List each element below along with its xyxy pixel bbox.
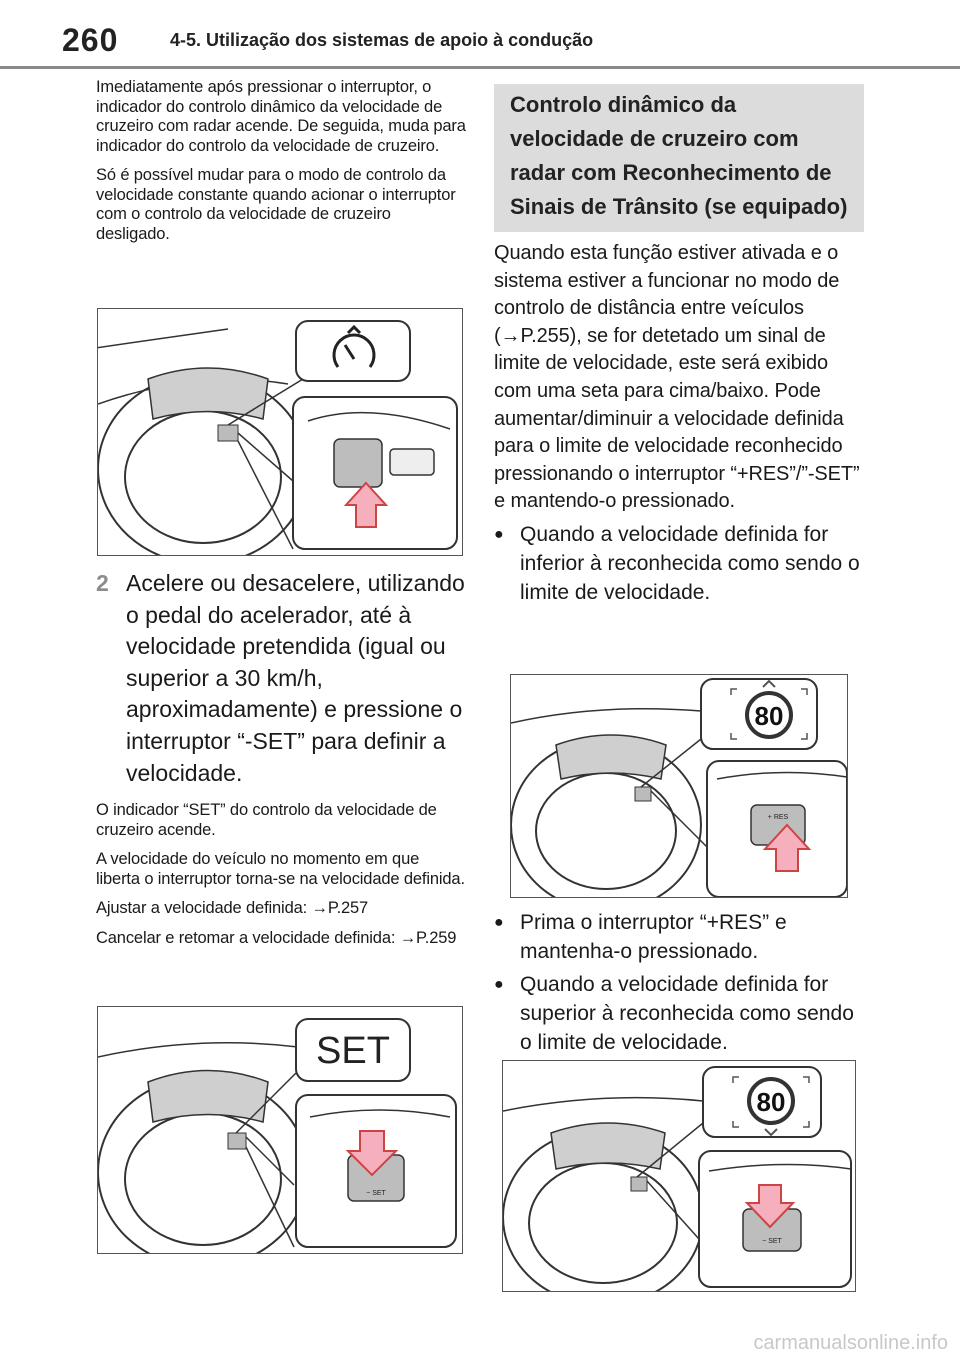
- bullet-text: Quando a velocidade definida for superio…: [520, 973, 854, 1054]
- paragraph-release-speed: A velocidade do veículo no momento em qu…: [96, 850, 465, 888]
- figure-cruise-switch: [97, 308, 463, 556]
- speed-limit-value: 80: [755, 701, 784, 731]
- step-2: 2 Acelere ou desacelere, utilizando o pe…: [96, 568, 466, 789]
- feature-title-box: Controlo dinâmico da velocidade de cruze…: [494, 84, 864, 232]
- paragraph-feature-intro: Quando esta função estiver ativada e o s…: [494, 242, 860, 513]
- arrow-up-icon: [762, 679, 776, 688]
- left-column-top: Imediatamente após pressionar o interrup…: [96, 78, 466, 254]
- right-column: Controlo dinâmico da velocidade de cruze…: [494, 84, 864, 611]
- steering-wheel-illustration: SET − SET: [98, 1018, 457, 1253]
- speedometer-icon: [332, 324, 376, 368]
- set-switch-label: − SET: [366, 1190, 386, 1197]
- bullet-lower-speed: ● Quando a velocidade definida for infer…: [494, 520, 864, 607]
- paragraph-set-indicator: O indicador “SET” do controlo da velocid…: [96, 801, 437, 839]
- bullet-press-res: ● Prima o interruptor “+RES” e mantenha-…: [494, 908, 864, 966]
- bullet-text: Prima o interruptor “+RES” e mantenha-o …: [520, 911, 787, 963]
- feature-title: Controlo dinâmico da velocidade de cruze…: [510, 92, 848, 219]
- reference-cancel-resume: Cancelar e retomar a velocidade definida…: [96, 928, 457, 947]
- bullet-icon: ●: [494, 914, 504, 931]
- set-indicator-callout: [295, 1018, 411, 1082]
- cruise-control-switch: [333, 438, 383, 488]
- bullet-text: Quando a velocidade definida for inferio…: [520, 522, 860, 604]
- steering-wheel-illustration: 80 − SET: [503, 1066, 852, 1291]
- press-arrow-up-icon: [343, 481, 389, 528]
- reference-adjust-speed: Ajustar a velocidade definida: →P.257: [96, 899, 369, 918]
- left-column-middle: 2 Acelere ou desacelere, utilizando o pe…: [96, 562, 466, 958]
- bullet-icon: ●: [494, 976, 504, 993]
- page-number: 260: [62, 22, 119, 58]
- bullet-higher-speed: ● Quando a velocidade definida for super…: [494, 970, 864, 1057]
- figure-speed-limit-up: 80 + RES: [510, 674, 848, 898]
- paragraph-constant-speed: Só é possível mudar para o modo de contr…: [96, 166, 456, 243]
- page-header: 260 4-5. Utilização dos sistemas de apoi…: [0, 0, 960, 70]
- press-arrow-up-icon: [762, 823, 812, 872]
- header-divider: [0, 66, 960, 69]
- figure-set-switch: SET − SET: [97, 1006, 463, 1254]
- indicator-callout: [295, 320, 411, 382]
- set-switch-label: − SET: [762, 1238, 782, 1245]
- speed-limit-sign-icon: 80: [745, 691, 793, 739]
- steering-wheel-illustration: [98, 320, 458, 555]
- press-arrow-down-icon: [345, 1130, 399, 1177]
- press-arrow-down-icon: [744, 1184, 796, 1229]
- bullet-icon: ●: [494, 525, 504, 543]
- set-indicator-label: SET: [316, 1030, 390, 1072]
- right-column-lower: ● Prima o interruptor “+RES” e mantenha-…: [494, 904, 864, 1061]
- speed-limit-value: 80: [757, 1087, 786, 1117]
- site-watermark: carmanualsonline.info: [753, 1332, 948, 1354]
- steering-wheel-illustration: 80 + RES: [511, 678, 847, 897]
- step-text: Acelere ou desacelere, utilizando o peda…: [126, 570, 465, 786]
- figure-speed-limit-down: 80 − SET: [502, 1060, 856, 1292]
- section-title: 4-5. Utilização dos sistemas de apoio à …: [170, 30, 594, 50]
- speed-limit-sign-icon: 80: [747, 1077, 795, 1125]
- paragraph-indicator-info: Imediatamente após pressionar o interrup…: [96, 78, 466, 155]
- arrow-down-icon: [764, 1128, 778, 1137]
- step-number: 2: [96, 570, 109, 596]
- res-switch-label: + RES: [768, 814, 789, 821]
